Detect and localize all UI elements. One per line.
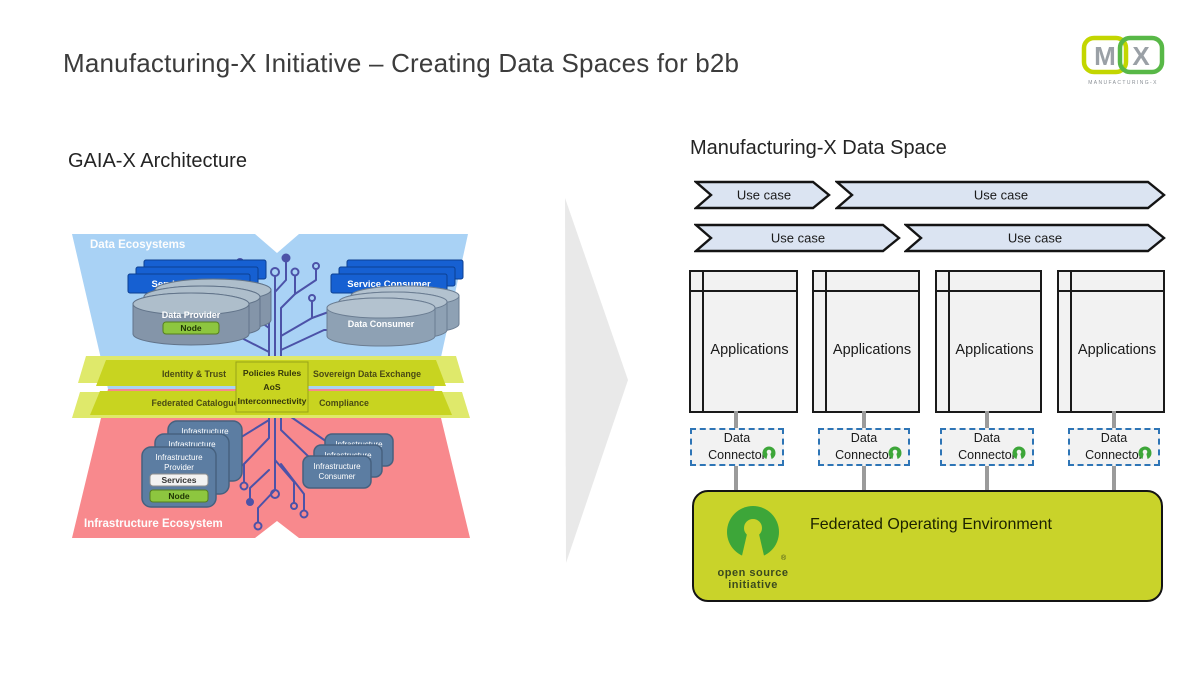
logo-letter-m: M xyxy=(1094,41,1116,71)
connector-line xyxy=(862,411,866,429)
logo-caption: MANUFACTURING-X xyxy=(1088,80,1158,86)
infra-provider-back1-label: Infrastructure xyxy=(168,440,216,449)
infra-node-label: Node xyxy=(168,491,190,501)
app-box-top-strip xyxy=(691,290,796,293)
infra-provider-back2-label: Infrastructure xyxy=(181,427,229,436)
app-box-left-strip xyxy=(948,272,951,411)
connector-line xyxy=(734,411,738,429)
policies-rules-label: Policies Rules xyxy=(243,368,301,378)
data-connector-box-2: Data Connector xyxy=(818,428,910,466)
connector-line xyxy=(985,464,989,491)
dataspace-heading: Manufacturing-X Data Space xyxy=(690,137,947,159)
interconnectivity-label: Interconnectivity xyxy=(238,396,307,406)
data-provider-stack: Data Provider Node xyxy=(132,278,272,346)
data-consumer-label: Data Consumer xyxy=(348,319,415,329)
federated-catalogue-label: Federated Catalogue xyxy=(151,398,238,408)
app-box-top-strip xyxy=(937,290,1040,293)
use-case-label-3: Use case xyxy=(771,231,825,246)
data-connector-label-1: Data Connector xyxy=(708,430,766,463)
use-case-arrow-4: Use case xyxy=(904,223,1166,253)
infrastructure-ecosystem-label: Infrastructure Ecosystem xyxy=(84,518,223,530)
gaia-architecture-heading: GAIA-X Architecture xyxy=(68,150,247,172)
open-source-icon xyxy=(1012,446,1026,461)
use-case-arrow-1: Use case xyxy=(694,180,831,210)
data-provider-node-label: Node xyxy=(180,323,202,333)
app-box-top-strip xyxy=(814,290,918,293)
gaia-x-architecture-diagram: Identity & Trust Sovereign Data Exchange… xyxy=(72,234,470,538)
data-consumer-stack: Data Consumer xyxy=(326,285,460,347)
applications-box-4: Applications xyxy=(1057,270,1165,413)
data-ecosystems-label: Data Ecosystems xyxy=(90,239,185,251)
applications-label-4: Applications xyxy=(1077,341,1157,358)
connector-line xyxy=(862,464,866,491)
data-connector-box-3: Data Connector xyxy=(940,428,1034,466)
compliance-label: Compliance xyxy=(319,398,369,408)
applications-box-1: Applications xyxy=(689,270,798,413)
data-connector-label-2: Data Connector xyxy=(835,430,893,463)
connector-line xyxy=(1112,464,1116,491)
transform-arrow-icon xyxy=(565,198,628,563)
data-connector-box-4: Data Connector xyxy=(1068,428,1160,466)
infra-consumer-line1: Infrastructure xyxy=(313,462,361,471)
applications-label-3: Applications xyxy=(955,341,1034,358)
data-provider-label: Data Provider xyxy=(162,310,221,320)
app-box-top-strip xyxy=(1059,290,1163,293)
service-consumer-label: Service Consumer xyxy=(347,279,431,290)
slide-title: Manufacturing-X Initiative – Creating Da… xyxy=(63,48,740,78)
registered-mark: ® xyxy=(781,554,787,562)
open-source-initiative-logo: ® open source initiative xyxy=(718,506,788,591)
use-case-label-2: Use case xyxy=(974,188,1028,203)
data-connector-box-1: Data Connector xyxy=(690,428,784,466)
services-label: Services xyxy=(162,475,197,485)
infra-provider-line1: Infrastructure xyxy=(155,453,203,462)
app-box-left-strip xyxy=(1070,272,1073,411)
manufacturing-x-logo-icon: M X MANUFACTURING-X xyxy=(1081,35,1165,86)
logo-letter-x: X xyxy=(1132,41,1150,71)
infrastructure-provider-stack: Infrastructure Infrastructure Infrastruc… xyxy=(141,420,243,508)
app-box-left-strip xyxy=(825,272,828,411)
data-connector-label-3: Data Connector xyxy=(958,430,1016,463)
use-case-label-1: Use case xyxy=(737,188,791,203)
applications-label-2: Applications xyxy=(832,341,912,358)
federated-operating-environment-label: Federated Operating Environment xyxy=(810,516,1052,533)
connector-line xyxy=(1112,411,1116,429)
use-case-arrow-2: Use case xyxy=(835,180,1166,210)
open-source-icon xyxy=(888,446,902,461)
use-case-label-4: Use case xyxy=(1008,231,1062,246)
open-source-icon xyxy=(1138,446,1152,461)
policies-center-box: Policies Rules AoS Interconnectivity xyxy=(235,361,309,413)
connector-line xyxy=(985,411,989,429)
open-source-icon xyxy=(762,446,776,461)
app-box-left-strip xyxy=(702,272,705,411)
applications-box-2: Applications xyxy=(812,270,920,413)
infra-consumer-line2: Consumer xyxy=(319,472,356,481)
identity-trust-label: Identity & Trust xyxy=(162,369,226,379)
connector-line xyxy=(734,464,738,491)
applications-box-3: Applications xyxy=(935,270,1042,413)
infra-provider-line2: Provider xyxy=(164,463,194,472)
applications-label-1: Applications xyxy=(710,341,789,358)
osi-caption-line2: initiative xyxy=(728,579,778,591)
aos-label: AoS xyxy=(263,382,280,392)
sovereign-data-exchange-label: Sovereign Data Exchange xyxy=(313,369,421,379)
infrastructure-consumer-stack: Infrastructure Infrastructure Infrastruc… xyxy=(302,433,394,489)
data-connector-label-4: Data Connector xyxy=(1085,430,1143,463)
osi-caption-line1: open source xyxy=(718,567,788,579)
federated-operating-environment-box: ® open source initiative Federated Opera… xyxy=(692,490,1163,602)
use-case-arrow-3: Use case xyxy=(694,223,901,253)
